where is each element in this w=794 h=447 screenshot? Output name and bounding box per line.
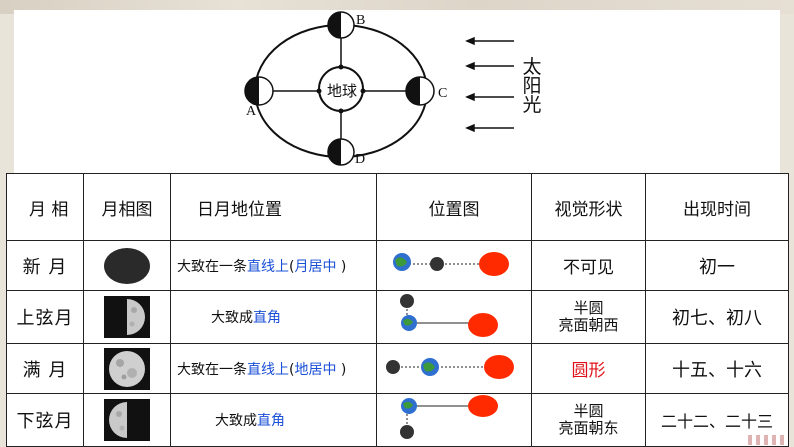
sunlight-label: 太 阳 光 <box>522 56 542 116</box>
position-diagram-cell <box>376 343 532 394</box>
phase-name: 上弦月 <box>6 290 84 344</box>
new-moon-position-diagram <box>393 251 509 276</box>
header-shape: 视觉形状 <box>531 173 646 241</box>
sunlight-arrows <box>465 36 514 133</box>
phase-name: 新 月 <box>6 240 84 291</box>
table-row: 新 月 大致在一条直线上(月居中 ) 不可见 初一 <box>6 240 789 291</box>
full-moon-position-diagram <box>386 354 514 379</box>
moon-b-icon <box>327 11 355 39</box>
appearance-time: 初一 <box>645 240 789 291</box>
position-text: 大致在一条直线上(地居中 ) <box>170 343 377 394</box>
position-text: 大致在一条直线上(月居中 ) <box>170 240 377 291</box>
position-diagram-cell <box>376 240 532 291</box>
visual-shape: 半圆 亮面朝东 <box>531 393 646 447</box>
position-diagram-cell <box>376 290 532 344</box>
point-label-c: C <box>438 86 448 101</box>
moon-a-icon <box>244 76 274 106</box>
header-position: 日月地位置 <box>170 173 377 241</box>
visual-shape: 半圆 亮面朝西 <box>531 290 646 344</box>
phase-name: 下弦月 <box>6 393 84 447</box>
orbit-diagram <box>244 11 514 166</box>
header-phase: 月 相 <box>6 173 84 241</box>
table-row: 下弦月 大致成直角 半圆 亮面朝东 二十二、二十三 <box>6 393 789 447</box>
table-header-row: 月 相 月相图 日月地位置 位置图 视觉形状 出现时间 <box>6 173 789 241</box>
moon-image-cell <box>83 240 171 291</box>
appearance-time: 十五、十六 <box>645 343 789 394</box>
earth-label: 地球 <box>326 82 357 100</box>
first-quarter-icon <box>104 296 150 338</box>
full-moon-icon <box>104 347 150 390</box>
position-text: 大致成直角 <box>170 290 377 344</box>
phase-name: 满 月 <box>6 343 84 394</box>
position-text: 大致成直角 <box>170 393 377 447</box>
corner-decoration <box>748 435 788 445</box>
visual-shape: 不可见 <box>531 240 646 291</box>
header-time: 出现时间 <box>645 173 789 241</box>
header-moon-image: 月相图 <box>83 173 171 241</box>
table-row: 上弦月 大致成直角 半圆 亮面朝西 初七、初八 <box>6 290 789 344</box>
appearance-time: 初七、初八 <box>645 290 789 344</box>
last-quarter-icon <box>104 399 150 441</box>
last-quarter-position-diagram <box>400 395 498 439</box>
point-label-b: B <box>356 13 366 28</box>
table-row: 满 月 大致在一条直线上(地居中 ) 圆形 十五、十六 <box>6 343 789 394</box>
position-diagram-cell <box>376 393 532 447</box>
moon-image-cell <box>83 393 171 447</box>
header-position-diagram: 位置图 <box>376 173 532 241</box>
visual-shape: 圆形 <box>531 343 646 394</box>
new-moon-icon <box>104 247 150 284</box>
moon-phase-table: 月 相 月相图 日月地位置 位置图 视觉形状 出现时间 新 月 大致在一条直线上… <box>6 173 789 447</box>
moon-image-cell <box>83 343 171 394</box>
moon-image-cell <box>83 290 171 344</box>
point-label-d: D <box>355 152 366 167</box>
point-label-a: A <box>246 104 257 119</box>
moon-c-icon <box>405 76 435 106</box>
first-quarter-position-diagram <box>400 294 498 337</box>
moon-d-icon <box>327 138 355 166</box>
